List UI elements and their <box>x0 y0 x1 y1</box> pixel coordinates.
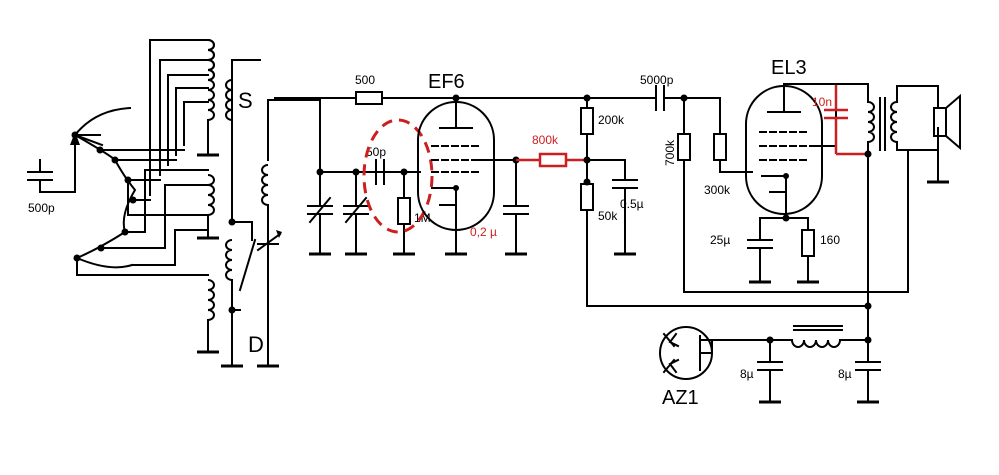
label-0-2u: 0,2 µ <box>470 225 497 239</box>
label-160: 160 <box>820 233 840 247</box>
input-capacitor-500p <box>27 132 80 193</box>
capacitor-50p <box>375 159 385 185</box>
coil-s <box>219 59 261 368</box>
capacitor-0-2u <box>503 156 529 256</box>
capacitor-8u-b <box>855 339 881 404</box>
highlight-ellipse <box>362 118 434 234</box>
label-10n: 10n <box>812 95 832 109</box>
capacitor-25u <box>747 217 787 284</box>
filter-choke <box>699 325 869 348</box>
label-el3: EL3 <box>771 57 807 79</box>
resistor-500 <box>274 91 591 105</box>
label-5000p: 5000p <box>640 73 674 87</box>
resistor-800k <box>516 152 587 168</box>
rectifier-az1 <box>659 326 713 380</box>
resistor-160 <box>785 217 821 284</box>
coil-d <box>255 99 321 368</box>
resistor-300k <box>713 97 753 173</box>
label-25u: 25µ <box>710 233 730 247</box>
capacitor-10n <box>824 84 868 156</box>
label-500p: 500p <box>28 201 55 215</box>
resistor-1m <box>391 168 417 256</box>
capacitor-5000p <box>589 85 721 111</box>
tuning-capacitor-2 <box>343 168 369 256</box>
output-transformer <box>835 83 951 307</box>
label-ef6: EF6 <box>428 71 465 93</box>
label-50k: 50k <box>598 209 618 223</box>
label-8u-b: 8µ <box>838 367 852 381</box>
tuning-capacitor-1 <box>307 171 333 256</box>
tube-ef6 <box>417 97 517 256</box>
resistor-700k <box>677 97 909 293</box>
label-700k: 700k <box>663 139 677 166</box>
label-az1: AZ1 <box>662 387 699 409</box>
band-switch <box>71 39 209 276</box>
speaker-icon <box>933 93 961 151</box>
coil-bank <box>195 39 221 354</box>
label-8u-a: 8µ <box>740 367 754 381</box>
capacitor-0-5u <box>586 159 638 256</box>
label-300k: 300k <box>704 183 731 197</box>
label-0-5u: 0.5µ <box>620 197 644 211</box>
marker-d: D <box>248 332 264 357</box>
resistor-200k <box>580 97 594 186</box>
capacitor-8u-a <box>757 339 783 404</box>
label-800k: 800k <box>532 133 559 147</box>
label-50p: 50p <box>366 145 386 159</box>
marker-s: S <box>238 88 253 113</box>
label-500: 500 <box>355 73 375 87</box>
label-200k: 200k <box>598 113 625 127</box>
resistor-50k <box>580 183 594 307</box>
